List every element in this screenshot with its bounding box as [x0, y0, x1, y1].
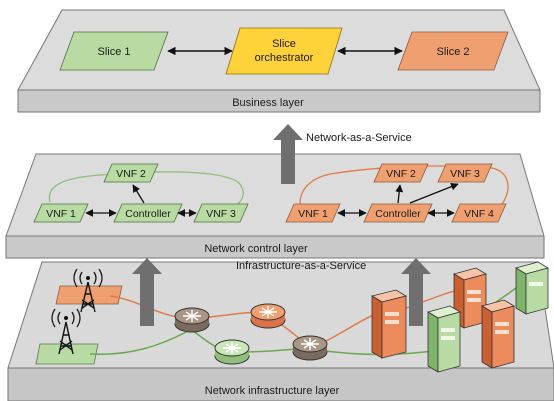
slice1-label: Slice 1 — [97, 46, 130, 58]
business-layer-front — [17, 89, 541, 113]
orange-vnf2-label: VNF 2 — [386, 168, 416, 180]
green-vnf2-node: VNF 2 — [103, 163, 159, 183]
naas-label: Network-as-a-Service — [306, 132, 412, 144]
server-icon — [480, 299, 516, 369]
orange-patch — [55, 285, 123, 305]
infrastructure-layer-label: Network infrastructure layer — [205, 385, 340, 397]
router-icon — [292, 335, 328, 361]
network-control-layer: Network control layer VNF 2 VNF 1 Contro… — [5, 153, 545, 259]
server-icon — [370, 289, 408, 359]
infrastructure-layer-front — [7, 367, 554, 401]
green-vnf2-label: VNF 2 — [116, 168, 146, 180]
green-vnf1-label: VNF 1 — [46, 208, 76, 220]
antenna-icon — [51, 308, 81, 355]
business-layer-label: Business layer — [232, 97, 304, 109]
iaas-label: Infrastructure-as-a-Service — [236, 260, 366, 272]
slice1-node: Slice 1 — [59, 31, 169, 71]
orange-vnf1-node: VNF 1 — [285, 203, 341, 223]
business-layer: Business layer Slice 1 Slice orchestrato… — [17, 9, 541, 113]
naas-arrow — [273, 124, 303, 184]
router-icon — [214, 339, 250, 365]
infrastructure-layer: Network infrastructure layer — [7, 261, 554, 401]
slice-orchestrator-node: Slice orchestrator — [225, 27, 343, 75]
control-layer-label: Network control layer — [204, 243, 308, 255]
orange-vnf4-node: VNF 4 — [451, 203, 507, 223]
green-vnf3-label: VNF 3 — [206, 208, 236, 220]
orange-controller-vnf2-arrow — [395, 184, 404, 204]
orange-vnf3-node: VNF 3 — [437, 163, 493, 183]
control-layer-front — [5, 235, 545, 259]
green-patch — [35, 343, 99, 365]
router-icon — [250, 303, 286, 329]
orange-controller-vnf3-arrow — [409, 182, 459, 204]
green-link — [89, 329, 191, 356]
orange-vnf4-label: VNF 4 — [464, 208, 494, 220]
green-slice-loop — [48, 171, 244, 205]
orange-vnf3-label: VNF 3 — [450, 168, 480, 180]
green-controller-vnf2-arrow — [132, 184, 145, 204]
iaas-arrow-right — [401, 258, 431, 326]
green-vnf1-node: VNF 1 — [33, 203, 89, 223]
green-controller-node: Controller — [113, 203, 183, 223]
orange-controller-node: Controller — [363, 203, 433, 223]
green-vnf3-node: VNF 3 — [193, 203, 249, 223]
orange-vnf1-label: VNF 1 — [298, 208, 328, 220]
server-icon — [452, 267, 488, 329]
slice2-node: Slice 2 — [397, 31, 509, 71]
server-icon — [426, 305, 462, 373]
slice2-label: Slice 2 — [436, 46, 469, 58]
orchestrator-label-line2: orchestrator — [255, 52, 314, 64]
router-icon — [174, 307, 210, 333]
green-controller-label: Controller — [125, 208, 171, 220]
orange-controller-label: Controller — [375, 208, 421, 220]
orchestrator-label-line1: Slice — [272, 38, 296, 50]
orange-vnf2-node: VNF 2 — [373, 163, 429, 183]
iaas-arrow-left — [132, 258, 162, 326]
server-icon — [514, 261, 550, 315]
antenna-icon — [73, 268, 103, 313]
